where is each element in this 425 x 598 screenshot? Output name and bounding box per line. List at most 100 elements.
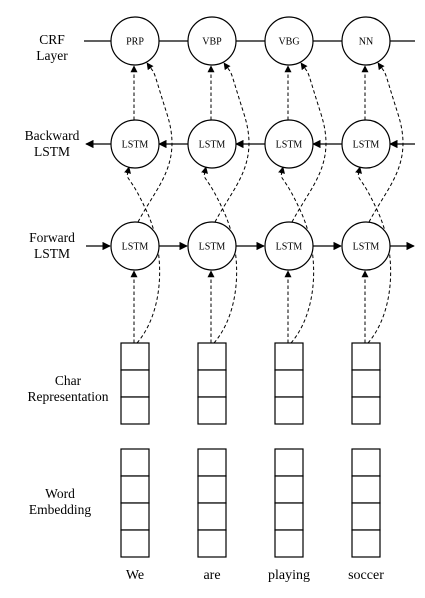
embedding-cell bbox=[197, 475, 227, 504]
char-cell bbox=[351, 342, 381, 371]
embedding-cell bbox=[351, 502, 381, 531]
forward-lstm-label: LSTM bbox=[353, 242, 380, 253]
backward-lstm-circle bbox=[264, 119, 314, 169]
char-label-line1: Char bbox=[55, 373, 82, 388]
backward-lstm-node: LSTM bbox=[341, 119, 391, 169]
input-word: are bbox=[203, 568, 220, 583]
crf-tag-label: VBG bbox=[278, 37, 299, 48]
char-cell bbox=[197, 369, 227, 398]
forward-lstm-circle bbox=[187, 221, 237, 271]
crf-node: NN bbox=[341, 16, 391, 66]
embedding-cell bbox=[120, 502, 150, 531]
char-to-bw-link bbox=[355, 166, 392, 344]
backward-label-line2: LSTM bbox=[34, 144, 70, 159]
embedding-cell bbox=[274, 529, 304, 558]
input-word: We bbox=[126, 568, 144, 583]
dashed-connections bbox=[124, 62, 404, 344]
char-cell bbox=[120, 342, 150, 371]
backward-lstm-label: LSTM bbox=[353, 140, 380, 151]
embedding-cell bbox=[274, 502, 304, 531]
embedding-cell bbox=[120, 448, 150, 477]
char-cell bbox=[120, 369, 150, 398]
forward-lstm-label: LSTM bbox=[122, 242, 149, 253]
crf-tag-label: VBP bbox=[202, 37, 222, 48]
char-cell bbox=[197, 396, 227, 425]
forward-lstm-node: LSTM bbox=[264, 221, 314, 271]
forward-lstm-circle bbox=[341, 221, 391, 271]
embedding-cell bbox=[197, 448, 227, 477]
char-cell bbox=[197, 342, 227, 371]
forward-lstm-label: LSTM bbox=[276, 242, 303, 253]
token-column: VBG LSTM LSTM playing bbox=[264, 16, 314, 583]
forward-lstm-label: LSTM bbox=[199, 242, 226, 253]
char-representation-stack bbox=[351, 342, 381, 425]
char-cell bbox=[274, 369, 304, 398]
backward-lstm-node: LSTM bbox=[264, 119, 314, 169]
char-representation-stack bbox=[120, 342, 150, 425]
crf-node-circle bbox=[341, 16, 391, 66]
char-representation-stack bbox=[274, 342, 304, 425]
forward-lstm-circle bbox=[264, 221, 314, 271]
backward-lstm-label: LSTM bbox=[199, 140, 226, 151]
word-embedding-stack bbox=[197, 448, 227, 558]
crf-node-circle bbox=[187, 16, 237, 66]
word-embedding-stack bbox=[274, 448, 304, 558]
crf-node: PRP bbox=[110, 16, 160, 66]
crf-label-line2: Layer bbox=[36, 48, 68, 63]
forward-lstm-node: LSTM bbox=[187, 221, 237, 271]
word-label-line2: Embedding bbox=[29, 502, 91, 517]
fw-to-crf-link bbox=[291, 62, 327, 223]
token-column: PRP LSTM LSTM We bbox=[110, 16, 160, 583]
embedding-cell bbox=[274, 475, 304, 504]
input-word: playing bbox=[268, 568, 310, 583]
word-label-line1: Word bbox=[45, 486, 75, 501]
backward-lstm-label: LSTM bbox=[122, 140, 149, 151]
crf-node-circle bbox=[110, 16, 160, 66]
input-word: soccer bbox=[348, 568, 384, 583]
forward-label-line2: LSTM bbox=[34, 246, 70, 261]
forward-lstm-node: LSTM bbox=[110, 221, 160, 271]
backward-lstm-node: LSTM bbox=[187, 119, 237, 169]
embedding-cell bbox=[351, 475, 381, 504]
crf-tag-label: NN bbox=[359, 37, 373, 48]
row-labels: CRF Layer Backward LSTM Forward LSTM Cha… bbox=[25, 32, 109, 517]
char-cell bbox=[120, 396, 150, 425]
char-to-bw-link bbox=[124, 166, 161, 344]
crf-node-circle bbox=[264, 16, 314, 66]
fw-to-crf-link bbox=[137, 62, 173, 223]
char-cell bbox=[351, 369, 381, 398]
backward-lstm-circle bbox=[187, 119, 237, 169]
backward-lstm-label: LSTM bbox=[276, 140, 303, 151]
backward-lstm-circle bbox=[341, 119, 391, 169]
embedding-cell bbox=[197, 529, 227, 558]
char-label-line2: Representation bbox=[28, 389, 109, 404]
backward-lstm-node: LSTM bbox=[110, 119, 160, 169]
char-cell bbox=[351, 396, 381, 425]
forward-lstm-node: LSTM bbox=[341, 221, 391, 271]
embedding-cell bbox=[351, 448, 381, 477]
crf-tag-label: PRP bbox=[126, 37, 144, 48]
char-to-bw-link bbox=[201, 166, 238, 344]
crf-node: VBP bbox=[187, 16, 237, 66]
embedding-cell bbox=[120, 475, 150, 504]
crf-label-line1: CRF bbox=[39, 32, 65, 47]
fw-to-crf-link bbox=[368, 62, 404, 223]
char-cell bbox=[274, 396, 304, 425]
char-representation-stack bbox=[197, 342, 227, 425]
char-cell bbox=[274, 342, 304, 371]
token-column: NN LSTM LSTM soccer bbox=[341, 16, 391, 583]
word-embedding-stack bbox=[120, 448, 150, 558]
embedding-cell bbox=[120, 529, 150, 558]
horizontal-connections bbox=[84, 40, 415, 251]
token-column: VBP LSTM LSTM are bbox=[187, 16, 237, 583]
forward-label-line1: Forward bbox=[29, 230, 75, 245]
backward-lstm-circle bbox=[110, 119, 160, 169]
backward-label-line1: Backward bbox=[25, 128, 80, 143]
fw-to-crf-link bbox=[214, 62, 250, 223]
token-columns: PRP LSTM LSTM We VBP LSTM LSTM are VBG LSTM LSTM pl… bbox=[110, 16, 391, 583]
forward-lstm-circle bbox=[110, 221, 160, 271]
word-embedding-stack bbox=[351, 448, 381, 558]
crf-node: VBG bbox=[264, 16, 314, 66]
embedding-cell bbox=[197, 502, 227, 531]
